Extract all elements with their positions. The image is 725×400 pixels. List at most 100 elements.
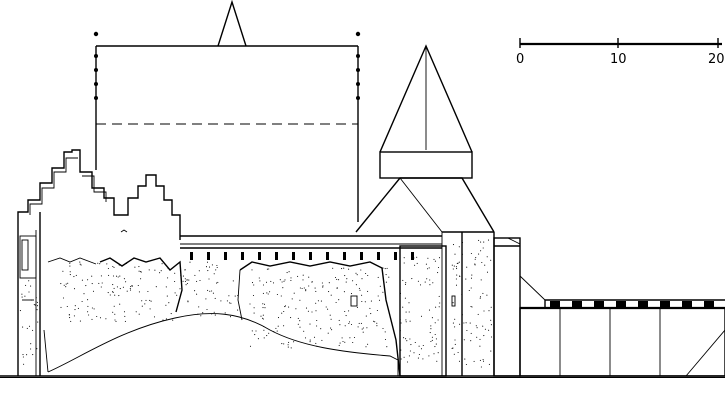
stipple-dot bbox=[479, 297, 481, 299]
loophole bbox=[360, 252, 363, 260]
stipple-dot bbox=[187, 301, 189, 303]
loophole bbox=[326, 252, 329, 260]
stipple-dot bbox=[487, 239, 490, 241]
stipple-dot bbox=[268, 268, 270, 270]
stipple-dot bbox=[418, 345, 420, 347]
stipple-dot bbox=[374, 321, 376, 323]
stipple-dot bbox=[266, 335, 268, 337]
stipple-dot bbox=[269, 291, 271, 293]
stipple-dot bbox=[34, 304, 36, 306]
stipple-dot bbox=[328, 291, 330, 293]
stipple-dot bbox=[399, 318, 401, 321]
stipple-dot bbox=[315, 342, 317, 344]
stipple-dot bbox=[377, 276, 379, 278]
stipple-dot bbox=[403, 356, 405, 358]
stipple-dot bbox=[352, 280, 354, 282]
stipple-dot bbox=[344, 310, 346, 313]
stipple-dot bbox=[228, 295, 230, 297]
stipple-dot bbox=[281, 312, 283, 314]
stipple-dot bbox=[284, 279, 286, 281]
stipple-dot bbox=[28, 291, 30, 293]
stipple-dot bbox=[26, 327, 28, 329]
stipple-dot bbox=[328, 282, 330, 284]
stipple-dot bbox=[345, 315, 347, 317]
stipple-dot bbox=[33, 303, 35, 306]
stipple-dot bbox=[100, 275, 102, 277]
stipple-dot bbox=[307, 310, 309, 312]
stipple-dot bbox=[226, 300, 228, 302]
stipple-dot bbox=[87, 305, 89, 307]
stipple-dot bbox=[479, 345, 481, 347]
stipple-dot bbox=[422, 358, 424, 360]
stipple-dot bbox=[140, 278, 142, 280]
stipple-dot bbox=[414, 341, 416, 344]
stipple-dot bbox=[428, 309, 431, 311]
stipple-dot bbox=[439, 302, 441, 304]
stipple-dot bbox=[119, 288, 121, 290]
stipple-dot bbox=[400, 358, 402, 360]
stipple-dot bbox=[87, 299, 89, 301]
stipple-dot bbox=[405, 311, 407, 313]
stipple-dot bbox=[184, 269, 186, 271]
stipple-dot bbox=[470, 287, 472, 289]
stipple-dot bbox=[360, 269, 362, 271]
stipple-dot bbox=[69, 274, 71, 276]
stipple-dot bbox=[410, 344, 412, 346]
stipple-dot bbox=[376, 309, 378, 312]
stipple-dot bbox=[299, 299, 301, 301]
stipple-dot bbox=[471, 274, 473, 276]
stipple-dot bbox=[327, 332, 329, 334]
stipple-dot bbox=[35, 300, 37, 303]
stipple-dot bbox=[402, 279, 404, 281]
stipple-dot bbox=[461, 314, 463, 316]
stipple-dot bbox=[365, 315, 367, 317]
stipple-dot bbox=[216, 282, 218, 284]
stipple-dot bbox=[435, 306, 437, 308]
stipple-dot bbox=[174, 292, 176, 294]
stipple-dot bbox=[483, 241, 485, 243]
stipple-dot bbox=[206, 261, 209, 263]
stipple-dot bbox=[470, 305, 472, 308]
stipple-dot bbox=[470, 252, 472, 255]
stipple-dot bbox=[70, 320, 72, 322]
stipple-dot bbox=[293, 341, 295, 343]
stipple-dot bbox=[479, 338, 481, 340]
stipple-dot bbox=[403, 262, 405, 264]
stipple-dot bbox=[322, 285, 324, 287]
stipple-dot bbox=[253, 284, 255, 286]
stipple-dot bbox=[314, 287, 316, 289]
stipple-dot bbox=[182, 275, 184, 277]
stipple-dot bbox=[431, 317, 433, 319]
stipple-dot bbox=[36, 348, 38, 350]
stipple-dot bbox=[28, 280, 30, 282]
stipple-dot bbox=[262, 292, 264, 294]
stipple-dot bbox=[258, 277, 260, 279]
stipple-dot bbox=[457, 262, 459, 264]
stipple-dot bbox=[198, 306, 200, 308]
stipple-dot bbox=[117, 276, 119, 278]
stipple-dot bbox=[315, 310, 317, 312]
stipple-dot bbox=[251, 282, 254, 284]
stipple-dot bbox=[434, 346, 436, 348]
stipple-dot bbox=[140, 271, 142, 273]
loophole bbox=[343, 252, 346, 260]
stipple-dot bbox=[174, 280, 176, 283]
stipple-dot bbox=[456, 268, 458, 270]
stipple-dot bbox=[60, 283, 62, 285]
stipple-dot bbox=[290, 279, 292, 282]
stipple-dot bbox=[234, 295, 236, 297]
stipple-dot bbox=[454, 318, 456, 320]
stipple-dot bbox=[199, 279, 201, 282]
stipple-dot bbox=[79, 261, 81, 263]
stipple-dot bbox=[208, 278, 210, 280]
stipple-dot bbox=[431, 336, 433, 338]
stipple-dot bbox=[362, 327, 364, 329]
stipple-dot bbox=[130, 286, 132, 288]
gallery-window bbox=[616, 301, 626, 307]
stipple-dot bbox=[79, 263, 81, 265]
stipple-dot bbox=[453, 265, 455, 267]
stipple-dot bbox=[416, 256, 418, 258]
stipple-dot bbox=[385, 281, 387, 283]
stipple-dot bbox=[409, 350, 411, 352]
stipple-dot bbox=[437, 266, 440, 269]
